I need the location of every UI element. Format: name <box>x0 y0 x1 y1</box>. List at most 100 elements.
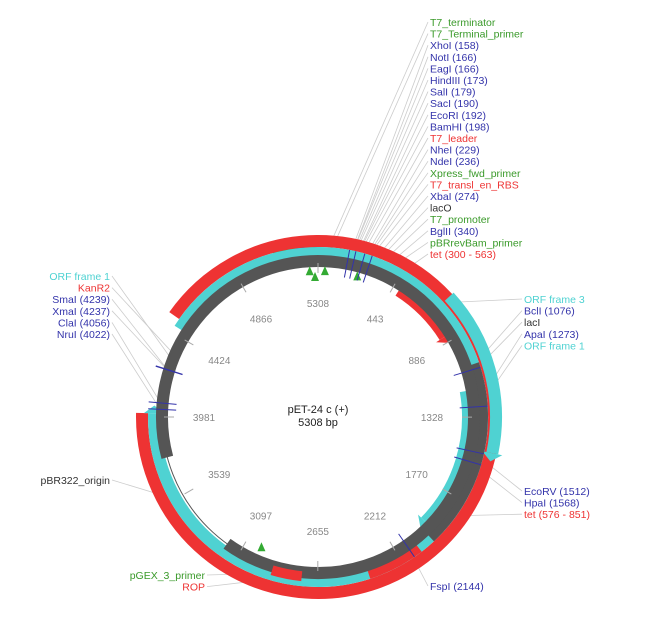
feature-label: T7_terminator <box>430 17 496 29</box>
feature-label: XhoI (158) <box>430 40 479 52</box>
orf-frame3-feature-arrowhead <box>482 451 503 462</box>
feature-label: pGEX_3_primer <box>130 570 206 582</box>
feature-label: T7_transl_en_RBS <box>430 179 519 191</box>
feature-label: BglII (340) <box>430 226 478 238</box>
position-tick-label: 2212 <box>364 512 387 523</box>
primer-marker <box>311 272 320 282</box>
feature-label: HindIII (173) <box>430 75 488 87</box>
restriction-site-tick <box>148 401 177 405</box>
position-tick-label: 4424 <box>208 356 231 367</box>
leader-line <box>111 333 161 410</box>
position-tick <box>442 339 452 346</box>
feature-label: ApaI (1273) <box>524 329 579 341</box>
restriction-site-tick <box>362 255 373 283</box>
feature-label: NdeI (236) <box>430 156 480 168</box>
leader-line <box>352 103 429 264</box>
restriction-site-tick <box>155 365 183 375</box>
feature-label: ORF frame 1 <box>49 271 110 283</box>
feature-label: SacI (190) <box>430 98 478 110</box>
feature-label: NheI (229) <box>430 145 480 157</box>
restriction-site-tick <box>459 405 488 409</box>
position-tick <box>184 488 194 495</box>
leader-line <box>111 275 172 359</box>
leader-line <box>326 33 429 260</box>
restriction-site-tick <box>456 447 485 455</box>
leader-line <box>111 298 168 370</box>
leader-line <box>349 79 429 263</box>
feature-label: BclI (1076) <box>524 306 575 318</box>
primer-marker <box>257 542 266 552</box>
feature-label: XmaI (4237) <box>52 306 110 318</box>
restriction-site-tick <box>398 533 415 558</box>
restriction-site-tick <box>453 366 481 376</box>
feature-label: ORF frame 3 <box>524 294 585 306</box>
feature-label: pBRrevBam_primer <box>430 237 523 249</box>
feature-label: ClaI (4056) <box>58 317 110 329</box>
restriction-site-tick <box>454 456 482 466</box>
feature-label: EcoRI (192) <box>430 110 486 122</box>
tet-feature-2 <box>366 542 422 579</box>
feature-label: SmaI (4239) <box>52 294 110 306</box>
orf-frame3-feature <box>444 292 502 455</box>
pbr322-origin-feature <box>156 255 480 579</box>
feature-label: Xpress_fwd_primer <box>430 168 521 180</box>
leader-line <box>111 310 168 371</box>
position-tick-label: 443 <box>367 314 384 325</box>
position-tick-label: 1328 <box>421 413 444 424</box>
tet-feature-1 <box>395 285 450 341</box>
restriction-site-tick <box>148 408 177 411</box>
feature-label: HpaI (1568) <box>524 498 579 510</box>
position-tick-label: 3097 <box>250 512 273 523</box>
feature-label: EagI (166) <box>430 63 479 75</box>
feature-label: T7_Terminal_primer <box>430 29 524 41</box>
feature-label: tet (300 - 563) <box>430 249 496 261</box>
feature-label: SalI (179) <box>430 87 476 99</box>
feature-label: XbaI (274) <box>430 191 479 203</box>
feature-label: FspI (2144) <box>430 581 484 593</box>
feature-label: lacO <box>430 203 452 215</box>
leader-line <box>111 322 161 404</box>
position-tick-label: 5308 <box>307 299 330 310</box>
feature-label: tet (576 - 851) <box>524 509 590 521</box>
feature-label: pBR322_origin <box>41 475 111 487</box>
feature-label: T7_leader <box>430 133 478 145</box>
primer-marker <box>305 266 314 276</box>
leader-line <box>348 68 429 263</box>
position-tick <box>389 283 396 293</box>
leader-line <box>353 114 429 264</box>
feature-label: NruI (4022) <box>57 329 110 341</box>
restriction-site-marks <box>148 249 488 558</box>
rop-feature <box>270 565 303 582</box>
kanr2-feature <box>136 235 500 599</box>
feature-label: T7_promoter <box>430 214 491 226</box>
feature-label: ROP <box>182 582 205 594</box>
feature-label: lacI <box>524 317 540 329</box>
laci-feature <box>425 362 488 542</box>
primer-marker <box>320 266 329 276</box>
feature-label: KanR2 <box>78 283 110 295</box>
leader-line <box>348 56 429 263</box>
position-tick <box>240 541 247 551</box>
leader-line <box>323 21 429 260</box>
position-tick-label: 886 <box>408 356 425 367</box>
position-tick <box>184 339 194 346</box>
leader-line <box>350 91 429 263</box>
primer-marker <box>353 271 362 281</box>
position-tick-label: 3539 <box>208 470 231 481</box>
restriction-site-tick <box>343 249 351 278</box>
position-tick-label: 4866 <box>250 314 273 325</box>
position-tick <box>389 541 396 551</box>
leader-line <box>347 45 429 262</box>
feature-label: EcoRV (1512) <box>524 486 590 498</box>
feature-label: ORF frame 1 <box>524 340 585 352</box>
position-tick-label: 3981 <box>193 413 216 424</box>
plasmid-name: pET-24 c (+) <box>288 404 349 416</box>
position-ticks: 4438861328177022122655309735393981442448… <box>164 263 473 572</box>
feature-arcs <box>136 235 503 599</box>
position-tick <box>442 488 452 495</box>
feature-label: NotI (166) <box>430 52 477 64</box>
leader-line <box>111 287 174 354</box>
position-tick-label: 1770 <box>406 470 429 481</box>
